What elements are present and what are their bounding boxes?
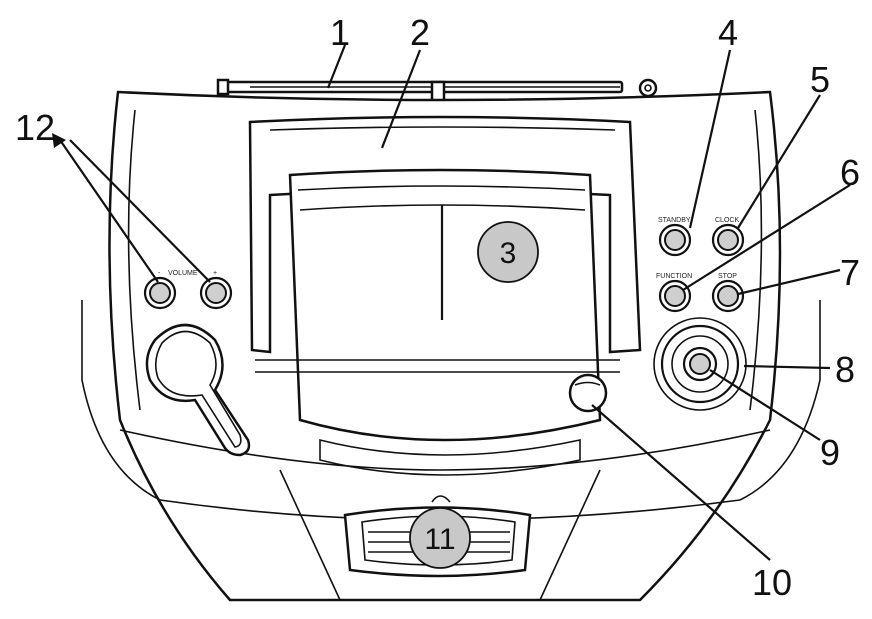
callout-1-label: 1 <box>330 12 350 53</box>
cd-lid <box>248 115 642 476</box>
callout-11: 11 <box>409 507 471 569</box>
standby-button-group: STANDBY <box>658 217 692 257</box>
clock-button[interactable] <box>711 223 745 257</box>
function-button-group: FUNCTION <box>656 273 692 313</box>
callout-8-label: 8 <box>835 349 855 390</box>
volume-controls: VOLUME - + <box>143 270 233 310</box>
callout-2-label: 2 <box>410 12 430 53</box>
standby-button[interactable] <box>658 223 692 257</box>
leader-10 <box>591 404 771 561</box>
leader-1 <box>326 44 347 89</box>
callout-11-label: 11 <box>424 523 455 556</box>
speaker-handle <box>145 323 251 457</box>
callout-12-label: 12 <box>15 107 55 148</box>
callout-3-label: 3 <box>500 237 517 270</box>
volume-minus-button[interactable] <box>143 276 177 310</box>
callout-9-label: 9 <box>820 432 840 473</box>
leader-6 <box>682 184 851 291</box>
leader-4 <box>688 49 732 229</box>
leader-12-arrow <box>52 133 66 148</box>
volume-plus-label: + <box>213 270 217 277</box>
stop-label: STOP <box>718 273 737 280</box>
leader-8 <box>743 364 831 370</box>
leader-5 <box>737 94 821 229</box>
function-label: FUNCTION <box>656 273 692 280</box>
callout-7-label: 7 <box>840 252 860 293</box>
leader-9 <box>709 369 821 441</box>
callout-numbers: 1 2 4 5 6 7 8 9 10 12 <box>15 12 860 603</box>
leader-lines <box>52 44 851 561</box>
function-button[interactable] <box>658 279 692 313</box>
stop-button[interactable] <box>711 279 745 313</box>
leader-7 <box>737 268 841 296</box>
callout-6-label: 6 <box>840 152 860 193</box>
leader-2 <box>380 49 422 149</box>
leader-12b <box>69 139 211 283</box>
play-pause-button[interactable] <box>682 346 718 382</box>
volume-label: VOLUME <box>168 270 198 277</box>
lid-open-tab[interactable] <box>568 373 608 413</box>
stop-button-group: STOP <box>711 273 745 313</box>
clock-button-group: CLOCK <box>711 217 745 257</box>
volume-plus-button[interactable] <box>199 276 233 310</box>
leader-12a <box>59 139 159 283</box>
clock-label: CLOCK <box>715 217 739 224</box>
callout-4-label: 4 <box>718 12 738 53</box>
callout-3: 3 <box>477 221 539 283</box>
callout-5-label: 5 <box>810 59 830 100</box>
volume-minus-label: - <box>158 270 161 277</box>
standby-label: STANDBY <box>658 217 691 224</box>
callout-10-label: 10 <box>752 562 792 603</box>
